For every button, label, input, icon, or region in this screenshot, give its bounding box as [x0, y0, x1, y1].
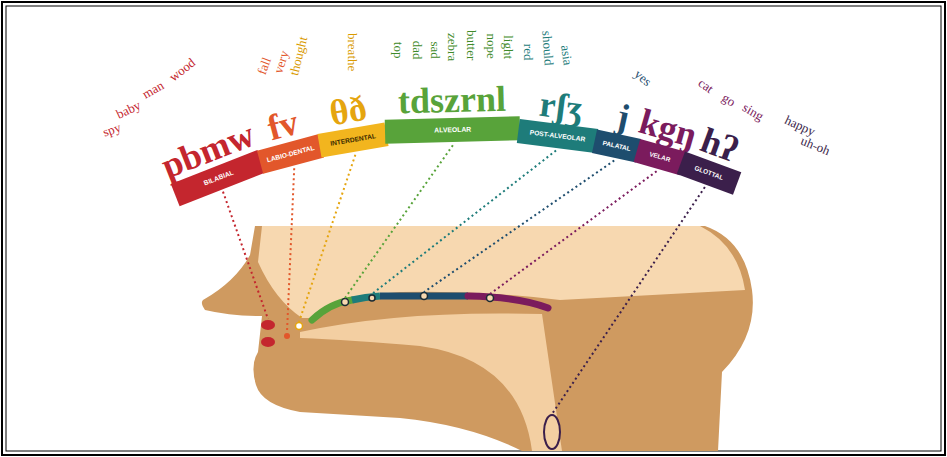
example-word: spy [101, 120, 123, 140]
articulation-band: ALVEOLARtdszrnl [385, 117, 521, 144]
teeth-point [296, 323, 303, 330]
post-alveolar-point [369, 295, 375, 301]
leader-line [345, 145, 453, 298]
example-word: red [521, 44, 535, 61]
example-word: yes [631, 67, 653, 89]
ipa-symbols: fv [264, 103, 302, 146]
example-word: happy [782, 113, 817, 139]
example-word: thought [287, 35, 310, 77]
example-word: should [538, 30, 555, 66]
labio-dental-point [284, 333, 290, 339]
upper-lip [261, 320, 275, 330]
articulation-band: GLOTTALhʔ [677, 151, 741, 194]
articulation-band: LABIO-DENTALfv [257, 134, 324, 174]
example-word: baby [114, 98, 143, 122]
palate-post-alveolar [352, 296, 380, 300]
example-word: cat [695, 76, 716, 96]
example-word: sing [740, 101, 766, 124]
example-word: top [391, 42, 405, 59]
example-word: go [719, 91, 738, 110]
example-word: zebra [445, 33, 459, 61]
example-word: dad [409, 41, 423, 60]
example-word: uh-oh [798, 134, 831, 159]
glottis [544, 415, 560, 449]
palate-hard [380, 293, 468, 300]
leader-line [223, 192, 268, 319]
ipa-symbols: θð [327, 90, 369, 132]
leader-line [552, 187, 705, 414]
example-word: man [140, 78, 167, 102]
example-word: breathe [345, 33, 359, 71]
articulation-band: INTERDENTALθð [318, 122, 389, 157]
example-word: wood [166, 56, 198, 85]
example-word: butter [464, 30, 478, 60]
ipa-symbols: tdszrnl [397, 81, 506, 120]
articulation-band: BILABIALpbmw [170, 149, 266, 205]
leader-line [490, 171, 657, 294]
place-label: ALVEOLAR [385, 117, 521, 144]
oral-cavity [300, 313, 562, 451]
ipa-symbols: hʔ [697, 122, 743, 168]
example-word: light [501, 35, 515, 59]
head-silhouette [202, 226, 753, 451]
ipa-symbols: rʃʒ [538, 85, 586, 126]
palate-velum [468, 296, 548, 308]
frame [6, 6, 941, 451]
example-word: fall [254, 56, 273, 77]
ipa-symbols: kgŋ [636, 103, 702, 154]
example-word: nope [483, 34, 497, 59]
leader-line [287, 168, 294, 332]
alveolar-point [342, 299, 349, 306]
ipa-symbols: j [614, 98, 633, 136]
velar-point [487, 295, 494, 302]
example-word: sad [427, 41, 441, 58]
articulation-band: POST-ALVEOLARrʃʒ [517, 119, 598, 153]
lower-lip [261, 337, 275, 347]
leader-line [372, 150, 556, 294]
example-word: asia [558, 44, 575, 66]
palatal-point [421, 293, 428, 300]
